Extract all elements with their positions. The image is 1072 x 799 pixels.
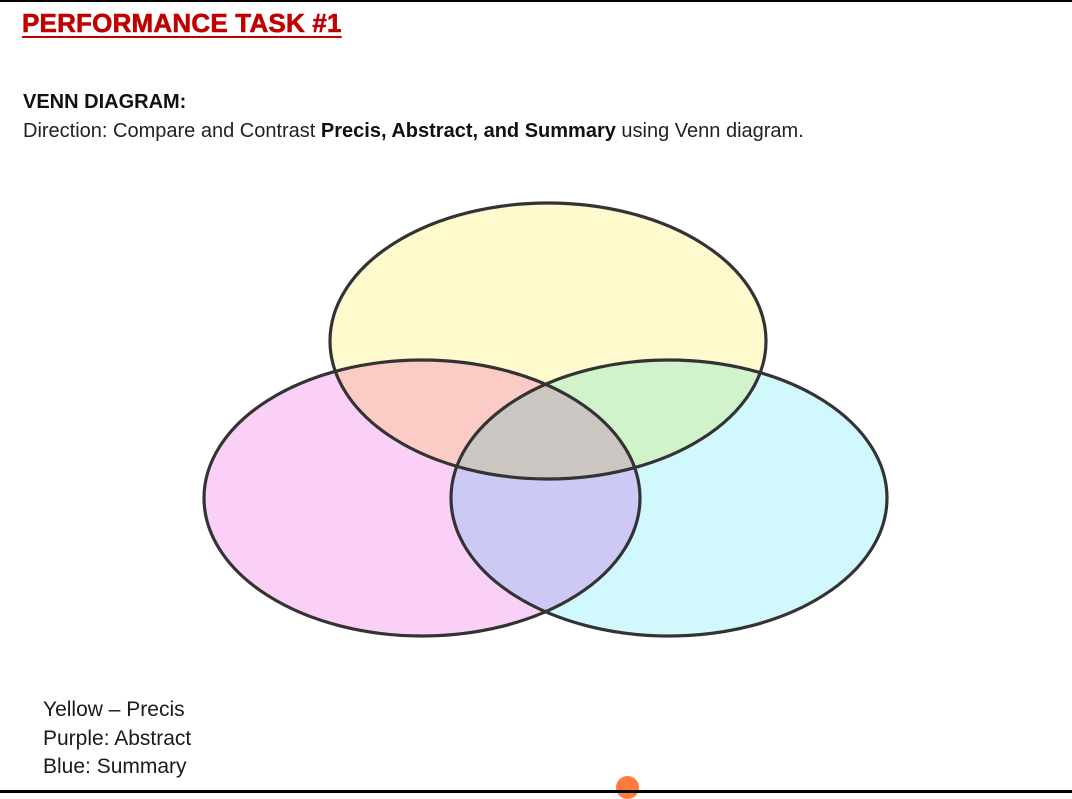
- top-border: [0, 0, 1072, 2]
- direction-text: Direction: Compare and Contrast Precis, …: [23, 120, 804, 143]
- cursor-indicator: [616, 776, 639, 799]
- venn-outline-abstract: [202, 358, 642, 638]
- direction-suffix: using Venn diagram.: [615, 120, 804, 142]
- venn-circle-summary[interactable]: [451, 360, 887, 636]
- direction-bold-terms: Precis, Abstract, and Summary: [320, 120, 616, 142]
- bottom-border: [0, 790, 1072, 793]
- section-heading: VENN DIAGRAM:: [23, 91, 187, 113]
- legend-item-blue: Blue: Summary: [43, 755, 187, 778]
- venn-outline-summary: [449, 358, 889, 638]
- legend: Yellow – Precis Purple: Abstract Blue: S…: [43, 696, 191, 782]
- legend-item-purple: Purple: Abstract: [43, 726, 192, 750]
- page-title: PERFORMANCE TASK #1: [22, 8, 342, 39]
- legend-item-yellow: Yellow – Precis: [43, 698, 185, 721]
- direction-prefix: Direction: Compare and Contrast: [23, 120, 321, 142]
- venn-outline-precis: [328, 201, 768, 481]
